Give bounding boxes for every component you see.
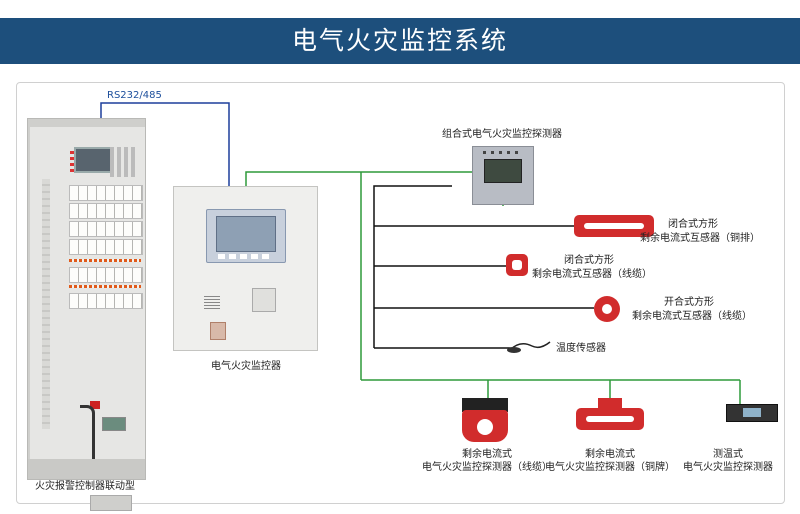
rcd-detector-cable-label-2: 电气火灾监控探测器（线缆） <box>422 462 552 473</box>
fire-alarm-cabinet <box>27 118 146 511</box>
title-banner: 电气火灾监控系统 <box>0 0 800 72</box>
rcd-cable-base <box>462 398 508 412</box>
page-title: 电气火灾监控系统 <box>291 26 508 55</box>
combo-detector-label: 组合式电气火灾监控探测器 <box>442 129 562 140</box>
monitor-screen <box>216 216 276 252</box>
rcd-detector-cable-label-1: 剩余电流式 <box>462 449 512 460</box>
electrical-fire-monitor <box>173 186 318 351</box>
ct-closed-busbar-label-1: 闭合式方形 <box>668 219 718 230</box>
temp-sensor-probe-icon <box>507 341 551 353</box>
rcd-detector-busbar <box>576 408 644 430</box>
ct-closed-square-cable-label-2: 剩余电流式互感器（线缆） <box>532 269 652 280</box>
temp-sensor-label: 温度传感器 <box>556 343 606 354</box>
brand-seal-icon <box>210 322 226 340</box>
rcd-detector-busbar-label-2: 电气火灾监控探测器（铜牌） <box>545 462 675 473</box>
ct-closed-square-cable <box>506 254 528 276</box>
rcd-detector-cable <box>462 410 508 442</box>
combo-detector <box>472 146 534 205</box>
ct-closed-square-cable-label-1: 闭合式方形 <box>564 255 614 266</box>
ct-closed-busbar <box>574 215 654 237</box>
ct-split-square-cable-label-1: 开合式方形 <box>664 297 714 308</box>
monitor-label: 电气火灾监控器 <box>211 361 281 372</box>
temp-detector-label-2: 电气火灾监控探测器 <box>683 462 773 473</box>
black-trunk <box>373 185 452 348</box>
rcd-detector-busbar-label-1: 剩余电流式 <box>585 449 635 460</box>
printer-icon <box>252 288 276 312</box>
ct-split-square-cable-label-2: 剩余电流式互感器（线缆） <box>632 311 752 322</box>
title-bar <box>0 18 800 64</box>
cabinet-label: 火灾报警控制器联动型 <box>35 481 135 492</box>
temp-detector <box>726 404 778 422</box>
cabinet-screen <box>74 147 112 173</box>
temp-detector-label-1: 测温式 <box>713 449 743 460</box>
ct-closed-busbar-label-2: 剩余电流式互感器（铜排） <box>640 233 760 244</box>
rs485-link <box>100 102 230 186</box>
rcd-busbar-base <box>598 398 622 410</box>
ct-split-square-cable <box>594 296 620 322</box>
combo-detector-screen <box>484 159 522 183</box>
protocol-label: RS232/485 <box>107 90 162 101</box>
